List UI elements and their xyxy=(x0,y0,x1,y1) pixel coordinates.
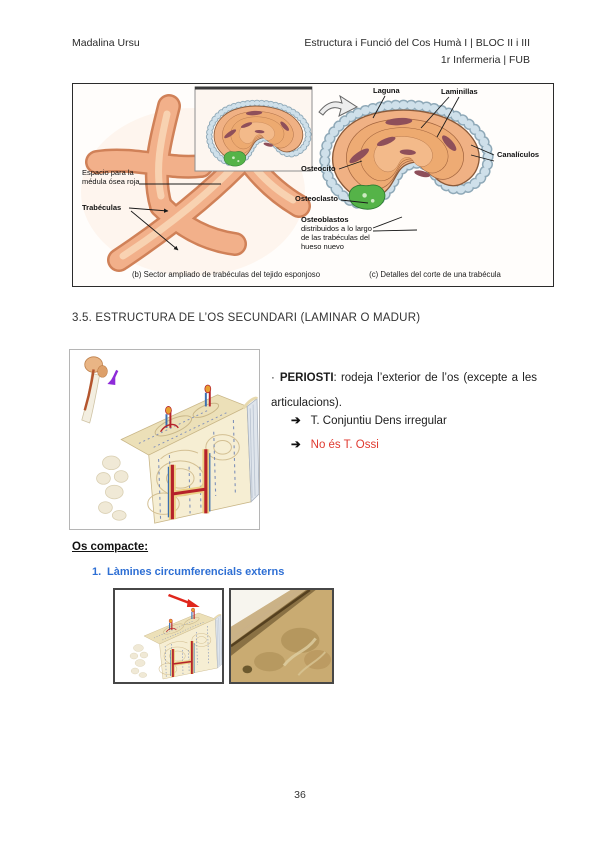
header-program: 1r Infermeria | FUB xyxy=(440,54,530,66)
label-espacio-medula: Espacio para la médula ósea roja xyxy=(82,168,140,186)
compact-bone-illustration xyxy=(81,356,259,529)
label-osteocito: Osteocito xyxy=(301,164,336,173)
section-heading: 3.5. ESTRUCTURA DE L’OS SECUNDARI (LAMIN… xyxy=(72,312,421,324)
periosti-paragraph: · PERIOSTI: rodeja l’exterior de l’os (ex… xyxy=(271,366,537,416)
periosti-term: PERIOSTI xyxy=(279,372,334,384)
leader-lines xyxy=(128,95,495,251)
label-laminillas: Laminillas xyxy=(441,87,478,96)
compact-bone-small-illustration xyxy=(128,593,222,681)
list-item-lamines-externs: 1. Làmines circumferencials externs xyxy=(92,566,284,578)
os-compacte-heading: Os compacte: xyxy=(72,541,149,553)
label-osteoblastos: Osteoblastos distribuidos a lo largo de … xyxy=(301,215,373,251)
caption-panel-c: (c) Detalles del corte de una trabécula xyxy=(369,270,501,279)
header-course: Estructura i Funció del Cos Humà I | BLO… xyxy=(304,37,530,49)
bone-edge-micrograph xyxy=(231,590,332,682)
femur-icon xyxy=(81,356,108,424)
list-item-label: Làmines circumferencials externs xyxy=(107,566,285,578)
periosti-item2-text: No és T. Ossi xyxy=(310,439,379,451)
histology-micrograph-image xyxy=(229,588,334,684)
label-osteoblastos-desc: distribuidos a lo largo de las trabécula… xyxy=(301,224,372,251)
compact-bone-image xyxy=(69,349,260,530)
periosti-item-no-ossi: ➔ No és T. Ossi xyxy=(291,437,379,451)
caption-panel-b: (b) Sector ampliado de trabéculas del te… xyxy=(131,270,321,279)
periosti-item-conjuntiu: ➔ T. Conjuntiu Dens irregular xyxy=(291,413,447,427)
header-author: Madalina Ursu xyxy=(72,37,140,49)
periosti-item1-text: T. Conjuntiu Dens irregular xyxy=(310,415,447,427)
arrow-bullet-icon: ➔ xyxy=(291,415,301,427)
label-osteoblastos-term: Osteoblastos xyxy=(301,215,349,224)
trabecular-bone-illustration xyxy=(81,86,495,276)
label-laguna: Laguna xyxy=(373,86,400,95)
list-item-number: 1. xyxy=(92,566,102,578)
panel-link-arrow-icon xyxy=(318,94,359,117)
label-canaliculos: Canalículos xyxy=(497,150,540,159)
red-arrow-icon xyxy=(167,593,200,607)
purple-arrow-icon xyxy=(107,369,119,386)
label-osteoclasto: Osteoclasto xyxy=(295,194,338,203)
bullet-dot: · xyxy=(271,372,275,384)
compact-bone-small-image xyxy=(113,588,224,684)
arrow-bullet-icon: ➔ xyxy=(291,439,301,451)
label-trabeculas: Trabéculas xyxy=(82,203,122,212)
page-number: 36 xyxy=(294,789,306,801)
periosti-text: : rodeja l’exterior de l’os (excepte a l… xyxy=(271,372,537,409)
inset-box xyxy=(194,86,313,172)
figure-trabecular-bone: Espacio para la médula ósea roja Trabécu… xyxy=(72,83,554,287)
trabecula-cross-section xyxy=(325,105,488,209)
